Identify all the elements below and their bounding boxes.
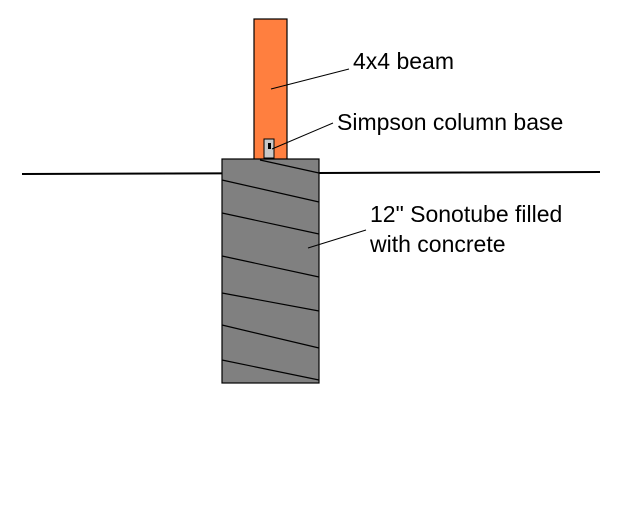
sonotube-label-line1: 12" Sonotube filled	[370, 201, 562, 227]
spiral-line	[221, 292, 320, 312]
spiral-line	[221, 179, 320, 203]
column-base-leader-line	[271, 122, 334, 150]
column-base-label: Simpson column base	[337, 109, 563, 135]
spiral-line	[221, 324, 320, 349]
spiral-line	[221, 255, 320, 278]
sonotube-spiral-lines	[221, 159, 320, 381]
spiral-line	[259, 159, 320, 174]
beam-leader-line	[270, 68, 350, 90]
spiral-line	[221, 212, 320, 235]
sonotube-label-line2: with concrete	[369, 231, 506, 257]
sonotube-leader-line	[307, 229, 367, 249]
sonotube	[221, 158, 320, 384]
beam-label: 4x4 beam	[353, 48, 454, 74]
column-base-bolt	[268, 143, 271, 149]
spiral-line	[221, 359, 320, 381]
